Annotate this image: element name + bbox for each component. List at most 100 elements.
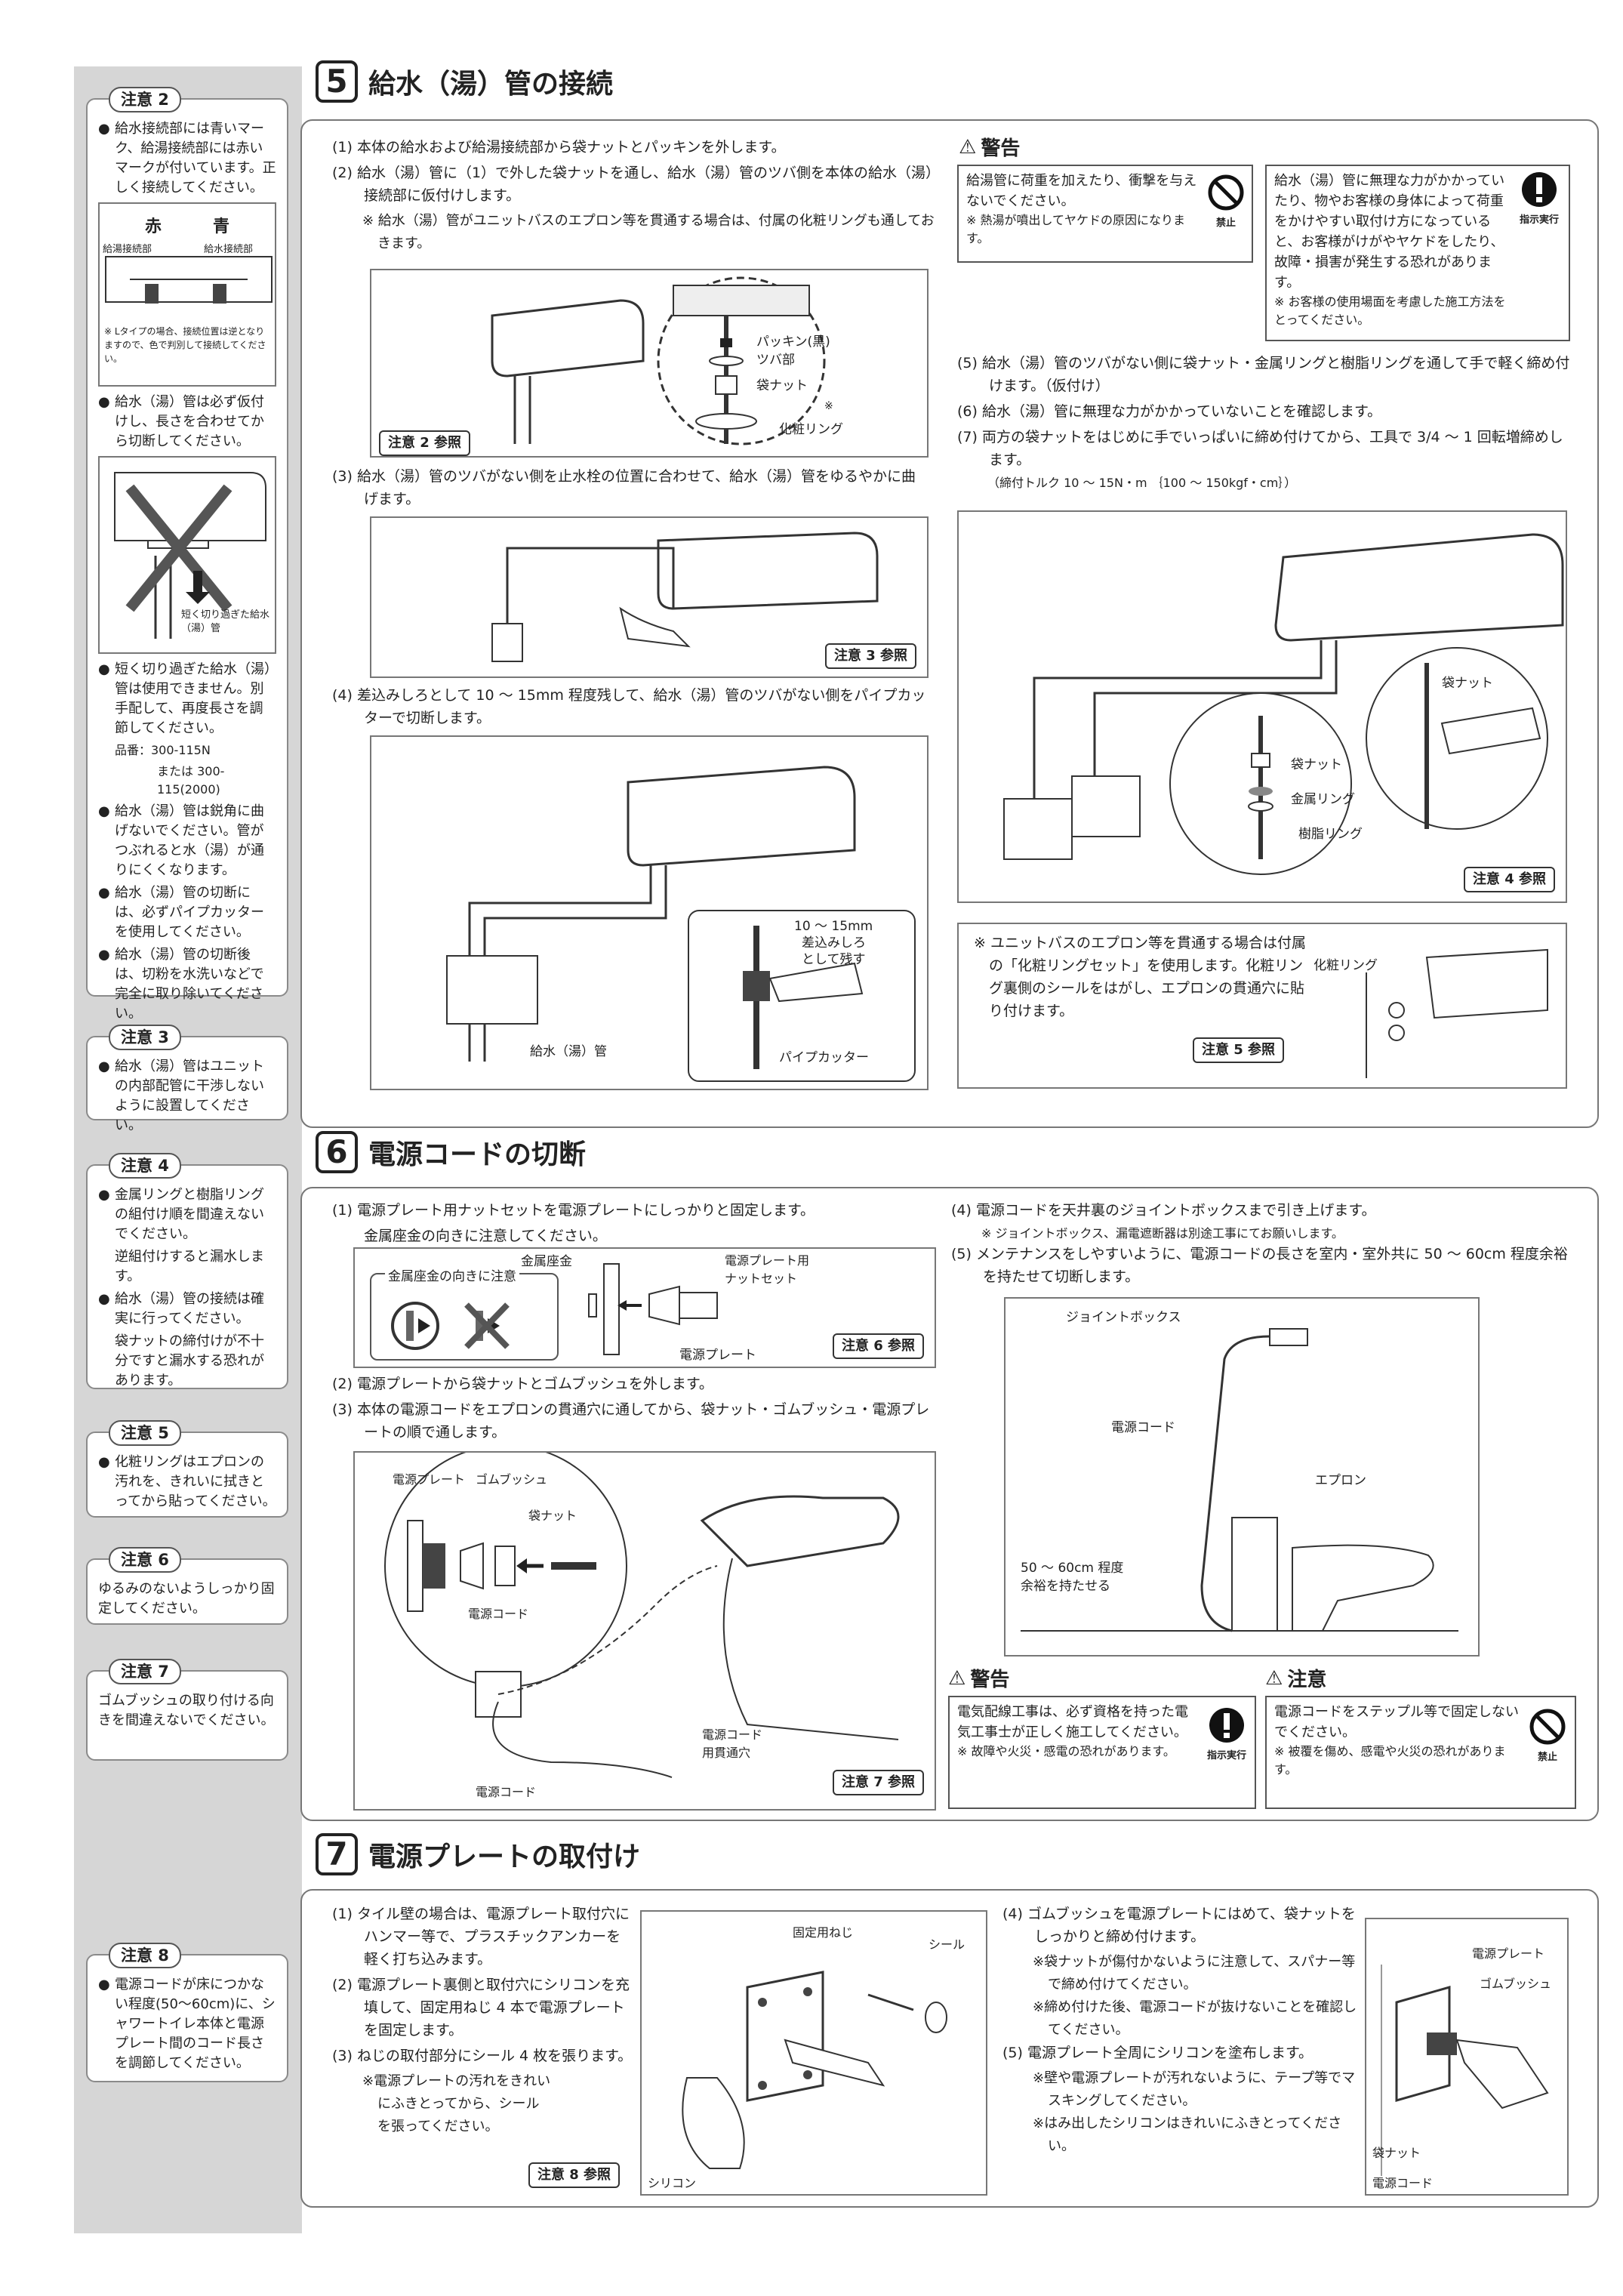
- instruction-icon: [1209, 1708, 1244, 1743]
- s6-fig2-plate: 電源プレート: [393, 1472, 466, 1487]
- section-5-title: 給水（湯）管の接続: [368, 69, 614, 100]
- s6-step-3: (3) 本体の電源コードをエプロンの貫通穴に通してから、袋ナット・ゴムブッシュ・…: [332, 1401, 930, 1441]
- s6-fig3-cord: 電源コード: [1111, 1420, 1175, 1435]
- s5-warning-2-text: 給水（湯）管に無理な力がかかっていたり、物やお客様の身体によって荷重をかけやすい…: [1274, 173, 1505, 291]
- short-pipe-label: 短く切り過ぎた給水（湯）管: [181, 609, 270, 634]
- washer-orientation-label: 金属座金の向きに注意: [385, 1265, 519, 1284]
- ref-note-3: 注意 3 参照: [824, 643, 916, 669]
- s5-fig4-metal: 金属リング: [1291, 792, 1355, 807]
- s6-caution-note: ※ 被覆を傷め、感電や火災の恐れがあります。: [1274, 1744, 1506, 1777]
- s7-step-4-note-2: ※締め付けた後、電源コードが抜けないことを確認してください。: [1033, 1999, 1357, 2038]
- s5-step-2-note: ※ 給水（湯）管がユニットバスのエプロン等を貫通する場合は、付属の化粧リングも通…: [362, 213, 935, 251]
- s6-fig2-bush: ゴムブッシュ: [476, 1472, 548, 1487]
- s5-fig2-art: [491, 532, 879, 662]
- cold-connection-label: 給水接続部: [204, 244, 254, 255]
- s6-fig1-nutset: 電源プレート用: [725, 1253, 810, 1268]
- s5-fig1-star: ※: [824, 400, 833, 412]
- note-6: 注意 6 ゆるみのないようしっかり固定してください。: [86, 1547, 288, 1625]
- s6-fig2-cord2: 電源コード: [476, 1785, 537, 1799]
- s5-prohibit-label: 禁止: [1215, 217, 1236, 229]
- s7-step-5: (5) 電源プレート全周にシリコンを塗布します。: [1002, 2045, 1313, 2061]
- note-5-head: 注意 5: [109, 1420, 181, 1446]
- s7-step-4: (4) ゴムブッシュを電源プレートにはめて、袋ナットをしっかりと締め付けます。: [1002, 1906, 1356, 1945]
- instruction-icon: [1522, 172, 1557, 207]
- ref-note-8: 注意 8 参照: [528, 2162, 621, 2188]
- s7-fig1-screw: 固定用ねじ: [793, 1925, 854, 1940]
- s5-fig4-resin: 樹脂リング: [1298, 827, 1363, 842]
- s5-fig1-ring: 化粧リング: [779, 422, 843, 437]
- s5-fig3-margin: 10 ～ 15mm: [794, 919, 873, 934]
- s5-step-3-block: (3) 給水（湯）管のツバがない側を止水栓の位置に合わせて、給水（湯）管をゆるや…: [332, 465, 929, 513]
- s6-fig2-hole2: 用貫通穴: [702, 1746, 751, 1760]
- section-6-heading: 6 電源コードの切断: [316, 1131, 586, 1173]
- s7-fig2-art: [1381, 1965, 1549, 2176]
- s7-step-3-note: ※電源プレートの汚れをきれいにふきとってから、シールを張ってください。: [362, 2073, 551, 2134]
- s6-caution-heading: ⚠ 注意: [1265, 1664, 1326, 1692]
- s6-step-1: (1) 電源プレート用ナットセットを電源プレートにしっかりと固定します。: [332, 1202, 815, 1219]
- s6-warning-title: 警告: [970, 1669, 1010, 1691]
- s5-step-1: (1) 本体の給水および給湯接続部から袋ナットとパッキンを外します。: [332, 139, 786, 156]
- note-6-text: ゆるみのないようしっかり固定してください。: [98, 1581, 275, 1616]
- s6-caution-box: 電源コードをステップル等で固定しないでください。 ※ 被覆を傷め、感電や火災の恐…: [1265, 1696, 1576, 1809]
- note-2-text-5: 給水（湯）管の切断には、必ずパイプカッターを使用してください。: [98, 883, 276, 942]
- s7-fig1-seal: シール: [929, 1937, 965, 1952]
- s5-apron-ring: 化粧リング: [1313, 958, 1378, 973]
- s5-warning-title: 警告: [981, 137, 1021, 160]
- s7-figure-1: 固定用ねじ シール シリコン: [640, 1910, 987, 2196]
- note-4-head: 注意 4: [109, 1153, 181, 1179]
- s7-step-2: (2) 電源プレート裏側と取付穴にシリコンを充填して、固定用ねじ 4 本で電源プ…: [332, 1977, 630, 2039]
- red-label: 赤: [145, 217, 162, 236]
- s5-warning-box-1: 給湯管に荷重を加えたり、衝撃を与えないでください。 ※ 熱湯が噴出してヤケドの原…: [957, 165, 1253, 263]
- s6-step-4: (4) 電源コードを天井裏のジョイントボックスまで引き上げます。: [951, 1202, 1376, 1219]
- section-5-left-col: (1) 本体の給水および給湯接続部から袋ナットとパッキンを外します。 (2) 給…: [332, 136, 936, 255]
- note-5: 注意 5 化粧リングはエプロンの汚れを、きれいに拭きとってから貼ってください。: [86, 1420, 288, 1518]
- section-6-title: 電源コードの切断: [368, 1139, 587, 1170]
- s5-warning-box-2: 給水（湯）管に無理な力がかかっていたり、物やお客様の身体によって荷重をかけやすい…: [1265, 165, 1570, 341]
- section-5-heading: 5 給水（湯）管の接続: [316, 60, 613, 103]
- s5-prohibit-symbol: 禁止: [1205, 174, 1247, 229]
- washer-orientation-art: [391, 1302, 510, 1350]
- s6-fig2-nut: 袋ナット: [528, 1509, 577, 1523]
- note-5-text: 化粧リングはエプロンの汚れを、きれいに拭きとってから貼ってください。: [98, 1453, 276, 1512]
- s7-fig2-plate: 電源プレート: [1472, 1946, 1545, 1961]
- note-3: 注意 3 給水（湯）管はユニットの内部配管に干渉しないように設置してください。: [86, 1025, 288, 1133]
- s5-figure-4: 袋ナット 袋ナット 金属リング 樹脂リング 注意 4 参照: [957, 510, 1567, 903]
- s6-right-steps: (4) 電源コードを天井裏のジョイントボックスまで引き上げます。 ※ ジョイント…: [951, 1199, 1578, 1291]
- ref-note-7: 注意 7 参照: [832, 1770, 924, 1795]
- note-4-text-1b: 逆組付けすると漏水します。: [115, 1249, 264, 1284]
- s6-warning-text: 電気配線工事は、必ず資格を持った電気工事士が正しく施工してください。: [957, 1704, 1188, 1740]
- s5-step-7: (7) 両方の袋ナットをはじめに手でいっぱいに締め付けてから、工具で 3/4 ～…: [957, 429, 1563, 468]
- hot-connection-label: 給湯接続部: [103, 244, 152, 255]
- s5-step-4-block: (4) 差込みしろとして 10 ～ 15mm 程度残して、給水（湯）管のツバがな…: [332, 684, 929, 732]
- note-7: 注意 7 ゴムブッシュの取り付ける向きを間違えないでください。: [86, 1659, 288, 1761]
- l-type-note: ※ Lタイプの場合、接続位置は逆となりますので、色で判別して接続してください。: [104, 326, 266, 364]
- s6-caution-text: 電源コードをステップル等で固定しないでください。: [1274, 1704, 1519, 1740]
- s5-warning-2-note: ※ お客様の使用場面を考慮した施工方法をとってください。: [1274, 294, 1506, 327]
- note-2: 注意 2 給水接続部には青いマーク、給湯接続部には赤いマークが付いています。正し…: [86, 87, 288, 1022]
- note-2-head: 注意 2: [109, 87, 181, 112]
- warning-triangle-icon: ⚠: [959, 135, 977, 159]
- note-4-text-2b: 袋ナットの締付けが不十分ですと漏水する恐れがあります。: [115, 1333, 264, 1388]
- note-2-figure-2: 短く切り過ぎた給水（湯）管: [98, 456, 276, 654]
- note-2-figure-1: 赤 青 給湯接続部 給水接続部 ※ Lタイプの場合、接続位置は逆となりますので、…: [98, 202, 276, 387]
- s6-figure-2: 電源プレート ゴムブッシュ 袋ナット 電源コード 電源コード 用貫通穴 電源コー…: [353, 1444, 936, 1811]
- s6-step-1-block: (1) 電源プレート用ナットセットを電源プレートにしっかりと固定します。 金属座…: [332, 1199, 936, 1247]
- note-7-head: 注意 7: [109, 1659, 181, 1684]
- s7-step-4-note-1: ※袋ナットが傷付かないように注意して、スパナー等で締め付けてください。: [1033, 1954, 1356, 1992]
- note-6-head: 注意 6: [109, 1547, 181, 1573]
- s5-fig4-art: [1003, 533, 1564, 875]
- s6-step-2: (2) 電源プレートから袋ナットとゴムブッシュを外します。: [332, 1376, 713, 1392]
- ref-note-6: 注意 6 参照: [832, 1333, 924, 1359]
- note-7-text: ゴムブッシュの取り付ける向きを間違えないでください。: [98, 1693, 275, 1728]
- s6-fig2-art: [384, 1444, 900, 1778]
- note-3-text: 給水（湯）管はユニットの内部配管に干渉しないように設置してください。: [98, 1057, 276, 1136]
- s5-fig3-margin3: として残す: [802, 952, 866, 967]
- section-7-number: 7: [316, 1833, 358, 1875]
- s6-figure-3: ジョイントボックス 電源コード エプロン 50 ～ 60cm 程度 余裕を持たせ…: [1004, 1297, 1480, 1657]
- s6-fig3-len: 50 ～ 60cm 程度: [1021, 1561, 1124, 1576]
- s7-fig2-bush: ゴムブッシュ: [1480, 1977, 1552, 1991]
- s6-fig2-hole: 電源コード: [702, 1727, 763, 1742]
- s6-steps-2-3: (2) 電源プレートから袋ナットとゴムブッシュを外します。 (3) 本体の電源コ…: [332, 1373, 936, 1447]
- s5-figure-3: 10 ～ 15mm 差込みしろ として残す 給水（湯）管 パイプカッター: [370, 735, 929, 1090]
- prohibit-icon: [1208, 174, 1244, 211]
